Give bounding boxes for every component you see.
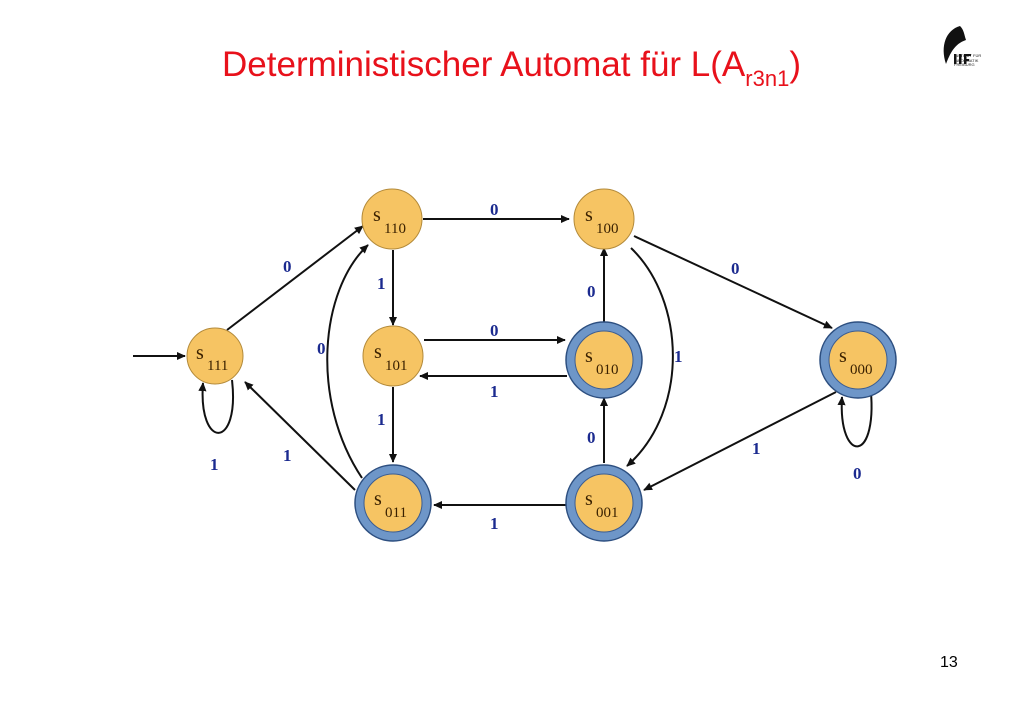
state-s100-letter: s — [585, 204, 593, 226]
edge-label-s111-loop: 1 — [210, 455, 219, 474]
logo-text: INSTITUT FÜR INFORMATIK FREIBURG — [954, 53, 994, 68]
state-s101-index: 101 — [385, 358, 408, 374]
edge-label-s001-s011: 1 — [490, 514, 499, 533]
state-s101: s 101 — [362, 325, 424, 387]
edge-label-s100-s000: 0 — [731, 259, 740, 278]
edge-label-s110-s100: 0 — [490, 200, 499, 219]
title-close: ) — [789, 45, 801, 84]
edge-label-s011-s110: 0 — [317, 339, 326, 358]
title-main: Deterministischer Automat für L(A — [222, 45, 746, 84]
edge-label-s100-s001: 1 — [674, 347, 683, 366]
state-s010-letter: s — [585, 345, 593, 367]
edge-s011-s110 — [326, 244, 369, 479]
edge-label-s000-loop: 0 — [853, 464, 862, 483]
state-s100: s 100 — [573, 188, 635, 250]
state-s111-index: 111 — [207, 358, 228, 374]
edge-s111-loop — [198, 379, 234, 434]
edge-s011-s111 — [244, 381, 356, 491]
edge-label-s101-s010: 0 — [490, 321, 499, 340]
state-s001-letter: s — [585, 488, 593, 510]
institute-logo — [943, 26, 971, 64]
logo-line-3: FREIBURG — [954, 62, 975, 67]
state-s011: s 011 — [354, 464, 432, 542]
edge-label-s011-s111: 1 — [283, 446, 292, 465]
edge-label-s111-s110: 0 — [283, 257, 292, 276]
title-subscript: r3n1 — [745, 66, 790, 91]
edge-label-s101-s011: 1 — [377, 410, 386, 429]
logo-line-2: INFORMATIK — [954, 57, 979, 63]
edge-label-s010-s101: 1 — [490, 382, 499, 401]
state-s010: s 010 — [565, 321, 643, 399]
state-s011-index: 011 — [385, 505, 407, 521]
state-s010-index: 010 — [596, 362, 619, 378]
edge-s000-loop — [837, 382, 873, 448]
edge-s100-s001 — [626, 247, 674, 467]
state-s111-letter: s — [196, 342, 204, 364]
page-number: 13 — [940, 654, 958, 671]
state-s110: s 110 — [361, 188, 423, 250]
state-s110-index: 110 — [384, 221, 406, 237]
edge-label-s000-s001: 1 — [752, 439, 761, 458]
slide-title: Deterministischer Automat für L(Ar3n1) — [0, 45, 1023, 89]
edge-s111-s110 — [226, 225, 364, 331]
state-s110-letter: s — [373, 204, 381, 226]
state-s000: s 000 — [819, 321, 897, 399]
edge-s100-s000 — [633, 235, 833, 329]
edge-label-s110-s101: 1 — [377, 274, 386, 293]
state-s001-index: 001 — [596, 505, 619, 521]
edge-label-s010-s100: 0 — [587, 282, 596, 301]
state-s100-index: 100 — [596, 221, 619, 237]
logo-line-1: INSTITUT FÜR — [954, 53, 982, 58]
edge-s000-s001 — [643, 391, 837, 491]
edge-label-s001-s010: 0 — [587, 428, 596, 447]
state-s111: s 111 — [186, 327, 244, 385]
state-s001: s 001 — [565, 464, 643, 542]
state-s000-letter: s — [839, 345, 847, 367]
state-s101-letter: s — [374, 341, 382, 363]
state-s011-letter: s — [374, 488, 382, 510]
state-s000-index: 000 — [850, 362, 873, 378]
